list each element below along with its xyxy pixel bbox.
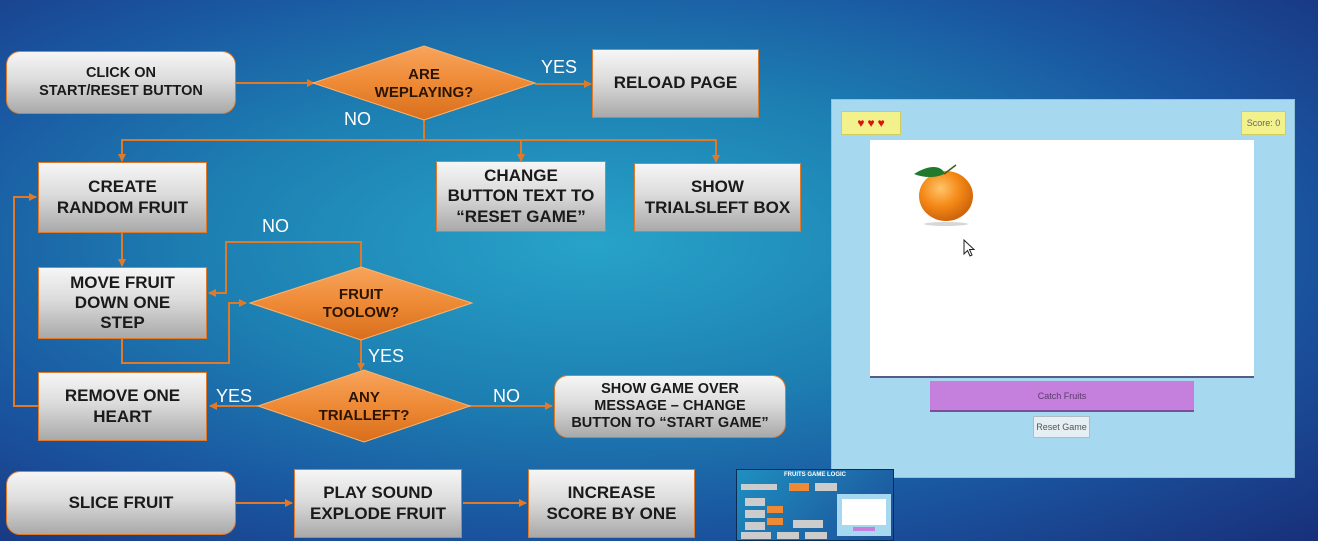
arrow-to-change-button	[424, 139, 525, 162]
over-line3: BUTTON TO “START GAME”	[571, 415, 769, 432]
thumb-box-8	[777, 532, 799, 539]
label-no-playing: NO	[344, 109, 371, 129]
thumb-box-1	[741, 484, 777, 490]
thumb-diamond-1	[789, 483, 809, 491]
label-no-loop: NO	[262, 216, 289, 236]
label-no-trial: NO	[493, 386, 520, 406]
start-reset-text: CLICK ON START/RESET BUTTON	[39, 65, 203, 99]
game-preview-window: ♥ ♥ ♥ Score: 0 Catch Fruits Reset Game	[831, 99, 1295, 478]
thumb-box-9	[805, 532, 827, 539]
lives-box: ♥ ♥ ♥	[841, 111, 901, 135]
reset-game-button[interactable]: Reset Game	[1033, 416, 1090, 438]
decision-any-trial-left	[256, 369, 472, 443]
thumb-instruction	[853, 527, 875, 531]
slide-thumbnail[interactable]: FRUITS GAME LOGIC	[736, 469, 894, 541]
sound-line1: PLAY SOUND	[323, 483, 433, 503]
slice-fruit-text: SLICE FRUIT	[68, 492, 174, 512]
too-low-line2: LOW?	[355, 304, 400, 321]
create-line2: RANDOM FRUIT	[56, 197, 189, 217]
thumb-game	[837, 494, 891, 536]
change-line3: “RESET GAME”	[456, 206, 586, 226]
score-line2: SCORE BY ONE	[546, 503, 677, 523]
thumb-box-7	[741, 532, 771, 539]
are-we-playing-line1: ARE WE	[374, 66, 440, 101]
arrow-remove-to-create	[13, 193, 38, 407]
instruction-bar: Catch Fruits	[930, 381, 1194, 412]
arrow-no-loop-back	[208, 241, 362, 297]
move-line1: MOVE FRUIT	[70, 272, 175, 292]
move-line3: STEP	[100, 313, 145, 333]
over-line2: MESSAGE – CHANGE	[594, 397, 746, 414]
thumbnail-title: FRUITS GAME LOGIC	[784, 472, 846, 478]
cursor-icon	[963, 239, 976, 257]
label-yes-reload: YES	[541, 57, 578, 77]
arrow-to-create-fruit	[118, 139, 424, 162]
are-we-playing-label: ARE WEPLAYING?	[363, 62, 485, 106]
any-trial-left-label: ANY TRIALLEFT?	[310, 386, 418, 428]
are-we-playing-line2: PLAYING?	[398, 84, 474, 101]
reload-page-box: RELOAD PAGE	[592, 49, 759, 118]
play-area[interactable]	[870, 140, 1254, 378]
heart-icon: ♥	[857, 116, 865, 130]
start-reset-box: CLICK ON START/RESET BUTTON	[6, 51, 236, 114]
change-line2: BUTTON TEXT TO	[447, 186, 595, 206]
move-line2: DOWN ONE	[74, 292, 171, 312]
decision-are-we-playing	[311, 45, 537, 121]
remove-line2: HEART	[93, 406, 152, 426]
show-trials-line1: SHOW	[691, 177, 744, 197]
thumb-box-4	[745, 510, 765, 518]
score-line1: INCREASE	[567, 483, 656, 503]
trial-line1: ANY TRIAL	[318, 389, 380, 424]
decision-fruit-too-low	[248, 266, 474, 341]
too-low-line1: FRUIT TOO	[322, 286, 384, 321]
over-line1: SHOW GAME OVER	[601, 380, 739, 397]
reload-page-text: RELOAD PAGE	[613, 73, 738, 93]
slice-fruit-box: SLICE FRUIT	[6, 471, 236, 535]
trial-line2: LEFT?	[362, 407, 410, 424]
thumb-box-5	[745, 522, 765, 530]
heart-icon: ♥	[867, 116, 875, 130]
label-yes-too-low: YES	[368, 346, 405, 366]
thumb-diamond-3	[767, 518, 783, 525]
score-box: Score: 0	[1241, 111, 1286, 135]
sound-line2: EXPLODE FRUIT	[309, 503, 446, 523]
thumb-box-2	[815, 483, 837, 491]
arrow-to-show-trials	[424, 139, 720, 163]
thumb-play-area	[842, 499, 886, 525]
fruit-too-low-label: FRUIT TOOLOW?	[305, 283, 417, 325]
thumb-diamond-2	[767, 506, 783, 513]
remove-line1: REMOVE ONE	[64, 386, 181, 406]
label-yes-trial: YES	[216, 386, 253, 406]
line-move-to-decision	[121, 299, 247, 364]
create-line1: CREATE	[88, 177, 157, 197]
show-trials-line2: TRIALSLEFT BOX	[644, 197, 791, 217]
heart-icon: ♥	[877, 116, 885, 130]
thumb-box-3	[745, 498, 765, 506]
thumb-box-6	[793, 520, 823, 528]
orange-icon[interactable]	[910, 162, 980, 226]
change-line1: CHANGE	[484, 166, 558, 186]
